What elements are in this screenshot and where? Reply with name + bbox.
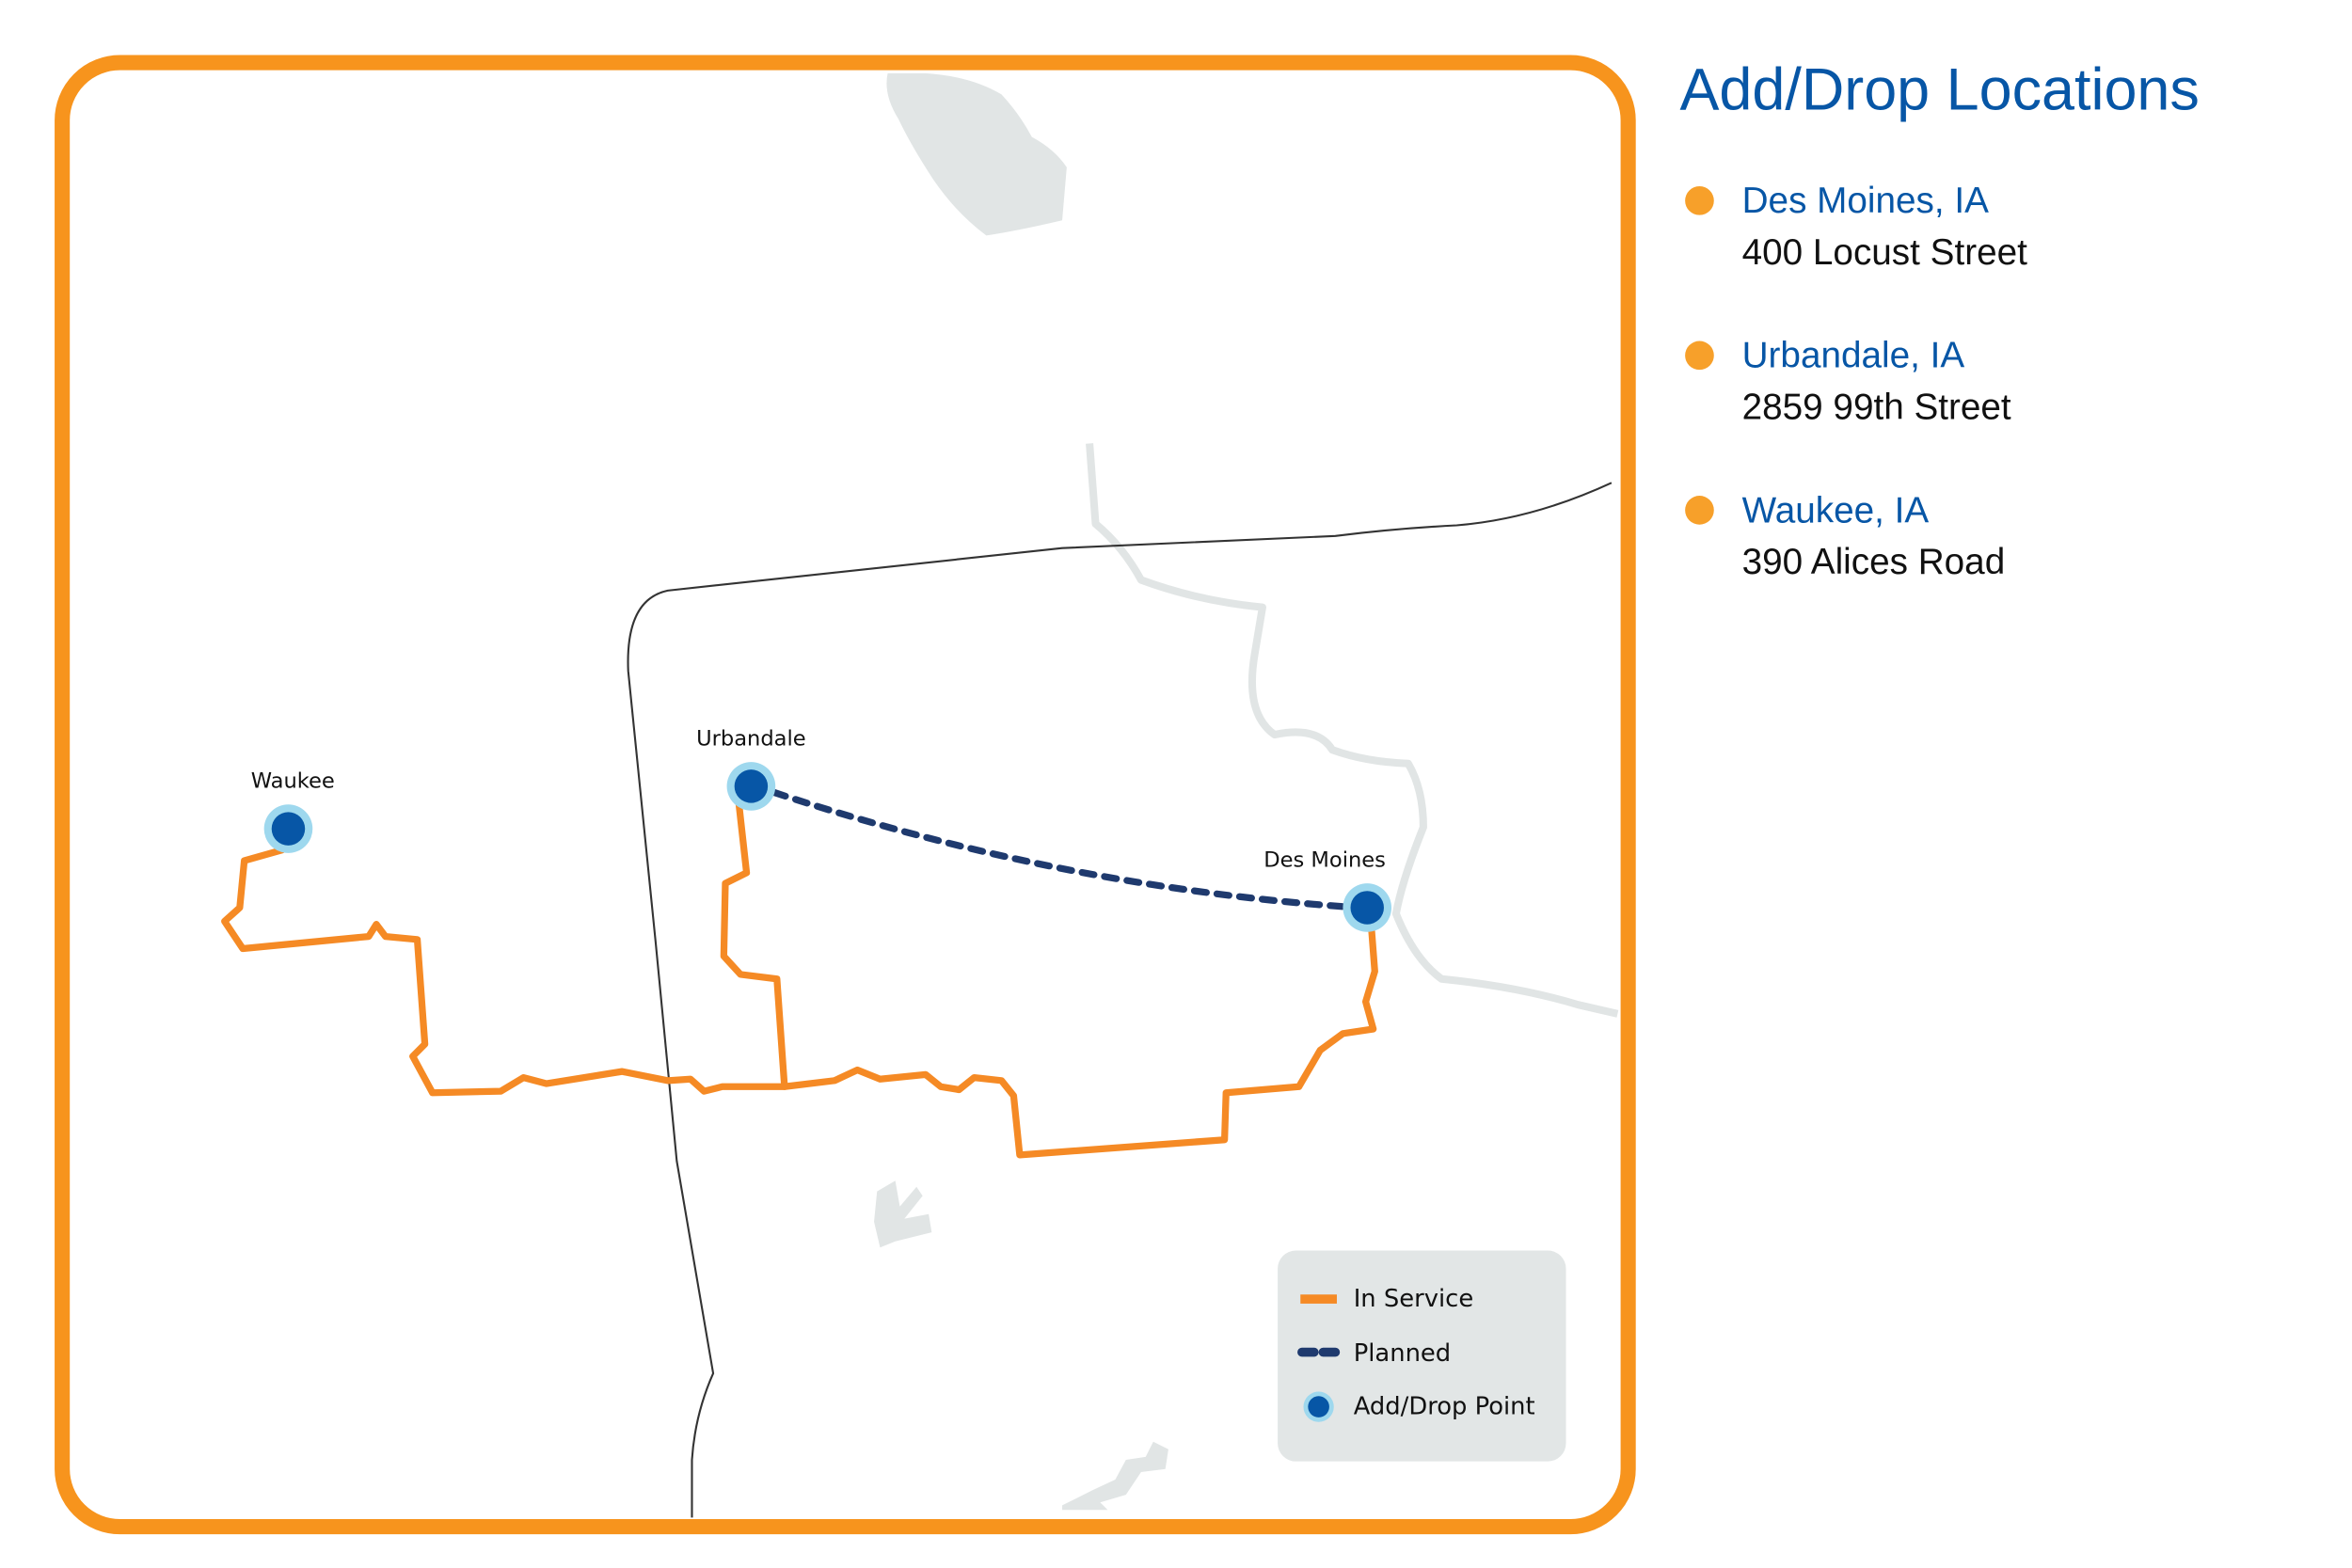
add-drop-point-waukee[interactable] — [263, 804, 313, 853]
location-item: Urbandale, IA 2859 99th Street — [1685, 336, 2011, 428]
add-drop-point-des-moines[interactable] — [1343, 883, 1392, 932]
label-waukee: Waukee — [251, 769, 335, 794]
legend-in-service: In Service — [1354, 1285, 1474, 1313]
route-planned — [770, 788, 1362, 911]
map-frame — [55, 55, 1636, 1535]
location-city: Urbandale, IA — [1742, 336, 1965, 376]
location-item: Des Moines, IA 400 Locust Street — [1685, 181, 2027, 273]
location-address: 400 Locust Street — [1742, 232, 2027, 273]
pond-south — [1062, 1441, 1168, 1511]
map-legend: In Service Planned Add/Drop Point — [1278, 1250, 1566, 1462]
add-drop-point-urbandale[interactable] — [726, 762, 776, 811]
location-city: Des Moines, IA — [1742, 181, 1990, 221]
route-in-service — [221, 825, 1378, 1159]
label-urbandale: Urbandale — [696, 726, 806, 751]
location-address: 390 Alices Road — [1742, 542, 2006, 582]
bullet-icon — [1685, 496, 1714, 525]
route-in-service-urbandale-branch — [720, 783, 788, 1090]
bullet-icon — [1685, 341, 1714, 371]
locations-panel: Add/Drop Locations Des Moines, IA 400 Lo… — [1679, 57, 2199, 583]
legend-planned: Planned — [1354, 1339, 1451, 1368]
lake — [886, 72, 1067, 236]
highway — [627, 482, 1613, 1518]
location-address: 2859 99th Street — [1742, 388, 2011, 428]
location-city: Waukee, IA — [1742, 490, 1930, 531]
river — [1086, 443, 1619, 1018]
legend-add-drop-point: Add/Drop Point — [1354, 1393, 1535, 1421]
label-des-moines: Des Moines — [1263, 847, 1386, 872]
add-drop-point-swatch — [1303, 1391, 1334, 1422]
panel-title: Add/Drop Locations — [1679, 57, 2199, 123]
bullet-icon — [1685, 186, 1714, 215]
map: Waukee Urbandale Des Moines In Service P… — [221, 72, 1619, 1518]
location-item: Waukee, IA 390 Alices Road — [1685, 490, 2005, 582]
pond — [874, 1180, 932, 1248]
in-service-swatch — [1300, 1294, 1337, 1304]
